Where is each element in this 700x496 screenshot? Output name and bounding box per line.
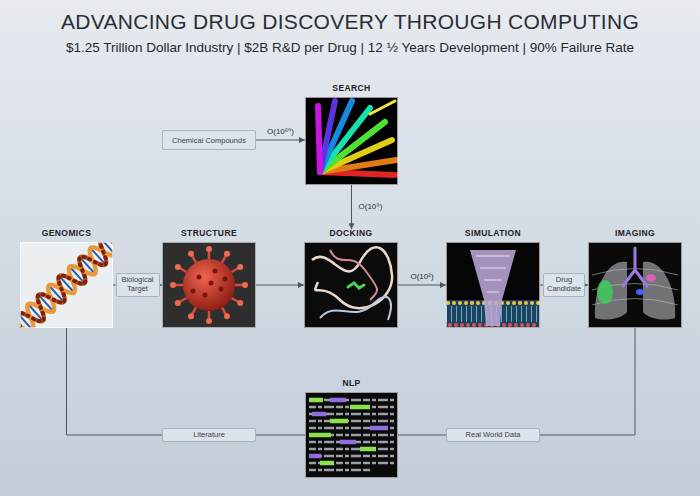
box-text: Chemical Compounds (172, 136, 246, 145)
helix-rungs (20, 242, 113, 328)
image-panel: GENOMICS (20, 229, 113, 328)
finding-patch (636, 289, 644, 295)
panel-heading: IMAGING (588, 229, 682, 239)
edge-label-box: Biological Target (116, 273, 160, 296)
lung-lobe (643, 262, 675, 320)
input-box: Chemical Compounds (162, 130, 256, 150)
fan-ray (318, 106, 320, 172)
connector-line (351, 185, 352, 229)
panel-ground (162, 242, 256, 328)
fan-ray (320, 101, 352, 172)
connector-line (398, 328, 635, 435)
virus-spikes (175, 251, 243, 319)
panel-frame (162, 242, 256, 328)
panel-heading: GENOMICS (20, 229, 113, 239)
helix-strand (20, 242, 113, 328)
complexity-label: O(10²) (409, 272, 434, 282)
helix-beads (20, 242, 113, 328)
complexity-label: O(10⁹) (358, 202, 384, 212)
panel-heading: SIMULATION (446, 229, 540, 239)
panel-ground (588, 242, 682, 328)
nlp-illustration (305, 392, 398, 478)
connector-line (256, 285, 304, 286)
panel-heading: STRUCTURE (162, 229, 256, 239)
protein-detail (476, 256, 510, 292)
connector-line (67, 328, 306, 435)
panel-heading: SEARCH (305, 84, 398, 94)
image-panel: NLP (305, 379, 398, 478)
complexity-label: O(10⁶⁰) (266, 127, 295, 137)
panel-ground (305, 392, 398, 478)
protein-ribbon (320, 297, 391, 320)
finding-patch (597, 280, 613, 304)
image-panel: SIMULATION (446, 229, 540, 328)
imaging-illustration (588, 242, 682, 328)
virus-knobs (173, 249, 245, 321)
search-illustration (305, 97, 398, 185)
panel-ground (446, 242, 540, 328)
panel-frame (20, 242, 113, 328)
diagram-title: ADVANCING DRUG DISCOVERY THROUGH COMPUTI… (61, 10, 639, 34)
subtitle-label: $1.25 Trillion Dollar Industry | $2B R&D… (66, 40, 634, 55)
image-panel: SEARCH (305, 84, 398, 185)
panel-ground (304, 242, 398, 328)
ligand (348, 283, 364, 288)
image-panel: STRUCTURE (162, 229, 256, 328)
panel-frame (446, 242, 540, 328)
simulation-illustration (446, 242, 540, 328)
channel-protein (470, 250, 516, 326)
image-panel: IMAGING (588, 229, 682, 328)
lung-lobe (595, 262, 627, 320)
genomics-illustration (20, 242, 113, 328)
panel-heading: NLP (305, 379, 398, 389)
text-lines (309, 400, 394, 470)
panel-frame (304, 242, 398, 328)
docking-illustration (304, 242, 398, 328)
panel-heading: DOCKING (304, 229, 398, 239)
edge-label-box: Literature (162, 428, 256, 443)
panel-ground (305, 97, 398, 185)
virus-spots (193, 271, 225, 295)
image-panel: DOCKING (304, 229, 398, 328)
helix-strand (20, 242, 113, 328)
protein-ribbon (330, 250, 377, 300)
highlight-marks (309, 400, 376, 463)
trachea (623, 248, 647, 286)
panel-frame (305, 392, 398, 478)
structure-illustration (162, 242, 256, 328)
panel-frame (588, 242, 682, 328)
connector-line (398, 285, 446, 286)
edge-label-box: Real World Data (446, 428, 540, 443)
edge-label-box: Drug Candidate (543, 273, 585, 296)
highlight-marks (309, 400, 388, 456)
connector-line (256, 140, 305, 141)
finding-patch (646, 274, 656, 282)
fan-streak (370, 101, 395, 114)
panel-frame (305, 97, 398, 185)
virus-body (183, 259, 235, 311)
